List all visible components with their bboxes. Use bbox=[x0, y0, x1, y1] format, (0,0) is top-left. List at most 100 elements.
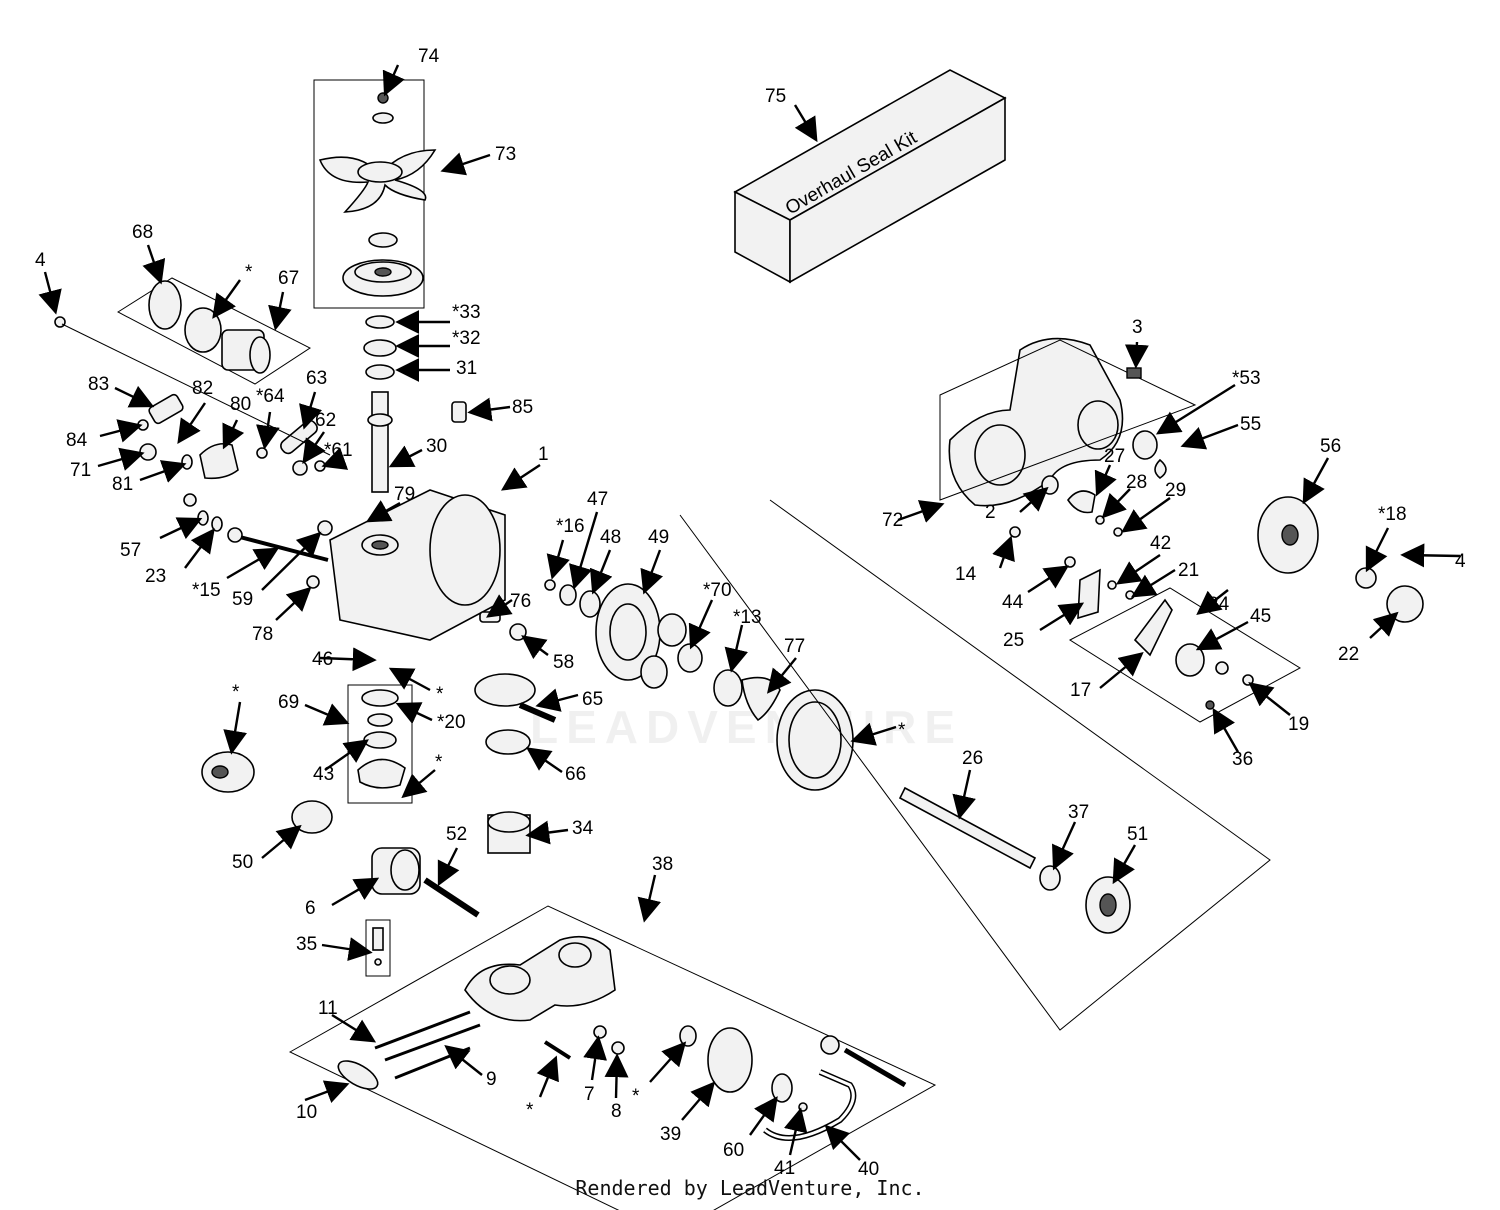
callout-47: *16 bbox=[556, 516, 585, 537]
brake-washer bbox=[1215, 661, 1229, 675]
nut-84 bbox=[137, 419, 149, 431]
callout-67: 67 bbox=[278, 268, 299, 289]
vent-plug bbox=[451, 401, 467, 423]
callout-labels: 74 73 75 68 67 4 * *33 *32 31 3 *53 83 8… bbox=[35, 46, 1466, 1180]
callout-7: * bbox=[526, 1100, 534, 1121]
callout-32: *32 bbox=[452, 328, 481, 349]
snap-ring-55 bbox=[1154, 458, 1167, 479]
callout-81: 81 bbox=[112, 474, 133, 495]
watermark: LEADVENTURE bbox=[530, 701, 964, 753]
callout-50: 26 bbox=[962, 748, 983, 769]
callout-71: 71 bbox=[70, 460, 91, 481]
bolt-set-9 bbox=[374, 1010, 481, 1062]
callout-64: *64 bbox=[256, 386, 285, 407]
callout-65: 69 bbox=[278, 692, 299, 713]
callout-56: 56 bbox=[1320, 436, 1341, 457]
nut-61 bbox=[314, 460, 326, 472]
washer-81 bbox=[181, 454, 193, 470]
bull-gear-42 bbox=[595, 583, 661, 681]
callout-11: 35 bbox=[296, 934, 317, 955]
callout-74: 74 bbox=[418, 46, 440, 67]
callout-66: * bbox=[435, 752, 443, 773]
callout-83: 83 bbox=[88, 374, 109, 395]
seal-34 bbox=[291, 800, 333, 834]
callout-69: * bbox=[232, 682, 240, 703]
callout-28: 28 bbox=[1126, 472, 1147, 493]
axle-shaft-50 bbox=[898, 786, 1037, 870]
nut-72 bbox=[183, 493, 197, 507]
pump-cylinder-block-35 bbox=[371, 847, 421, 895]
washer-21 bbox=[1064, 556, 1076, 568]
gear-44 bbox=[677, 643, 703, 673]
bypass-arm-83 bbox=[148, 393, 184, 425]
callout-77: 58 bbox=[553, 652, 574, 673]
washer-15 bbox=[211, 516, 223, 532]
motor-cylinder-block-37 bbox=[487, 811, 531, 854]
callout-80: 80 bbox=[230, 394, 251, 415]
callout-4-left: 4 bbox=[35, 250, 46, 271]
callout-59: 4 bbox=[1455, 551, 1466, 572]
fan-washer bbox=[372, 112, 394, 124]
washer-49 bbox=[579, 590, 601, 618]
gear-41 bbox=[771, 1073, 793, 1103]
callout-73: 73 bbox=[495, 144, 516, 165]
callout-30: 30 bbox=[426, 436, 447, 457]
callout-84: 84 bbox=[66, 430, 88, 451]
callout-57: *18 bbox=[1378, 504, 1407, 525]
gear-44-bottom bbox=[640, 655, 668, 689]
render-credit: Rendered by LeadVenture, Inc. bbox=[575, 1176, 925, 1200]
washer-31 bbox=[365, 364, 395, 380]
callout-3: 3 bbox=[1132, 317, 1143, 338]
callout-18: 2 bbox=[985, 502, 996, 523]
spring-26 bbox=[1205, 700, 1215, 710]
o-ring-16 bbox=[197, 510, 209, 526]
bolt-4-axis bbox=[61, 323, 331, 456]
callout-13: 78 bbox=[252, 624, 273, 645]
input-pulley bbox=[342, 259, 424, 297]
callout-44: *70 bbox=[703, 580, 732, 601]
bolt-4-head bbox=[54, 316, 66, 328]
ring-gear-43 bbox=[776, 689, 854, 791]
main-housing bbox=[329, 489, 506, 641]
o-ring-8 bbox=[611, 1041, 625, 1055]
callout-62: 62 bbox=[315, 410, 336, 431]
callout-61: *61 bbox=[324, 440, 353, 461]
callout-85: 85 bbox=[512, 397, 533, 418]
bearing-52 bbox=[1085, 876, 1131, 934]
callout-76: 24 bbox=[1208, 594, 1230, 615]
callout-2: 72 bbox=[882, 510, 903, 531]
retaining-ring-51 bbox=[1039, 865, 1061, 891]
callout-37: 34 bbox=[572, 818, 594, 839]
filter-cap bbox=[148, 280, 182, 330]
bearing-69 bbox=[201, 751, 255, 793]
plug-3 bbox=[1126, 367, 1142, 379]
callout-24: 21 bbox=[1178, 560, 1199, 581]
callout-14: *15 bbox=[192, 580, 221, 601]
callout-41: 60 bbox=[723, 1140, 744, 1161]
fan-hub-plate bbox=[368, 232, 398, 248]
callout-40: 41 bbox=[774, 1158, 795, 1179]
shaft-with-gear bbox=[820, 1035, 907, 1088]
callout-46: 77 bbox=[784, 636, 805, 657]
hub-nut-57 bbox=[1355, 567, 1377, 589]
bolt-4-right bbox=[1009, 526, 1021, 538]
callout-43: * bbox=[898, 720, 906, 741]
brake-disc-25 bbox=[1175, 643, 1205, 677]
gear-77 bbox=[509, 623, 527, 641]
pump-shaft-38 bbox=[423, 877, 480, 918]
plate-60 bbox=[707, 1027, 753, 1093]
callout-68: 68 bbox=[132, 222, 153, 243]
callout-4-right: 14 bbox=[955, 564, 977, 585]
brake-arm-19 bbox=[1133, 598, 1173, 657]
callout-60: 39 bbox=[660, 1124, 681, 1145]
callout-36: 66 bbox=[565, 764, 586, 785]
side-housing-frame bbox=[939, 339, 1197, 501]
center-section-block bbox=[464, 935, 616, 1022]
fan-nut bbox=[377, 92, 389, 104]
shaft-14 bbox=[227, 527, 329, 562]
spacer-62 bbox=[292, 460, 308, 476]
charge-o-ring bbox=[361, 689, 399, 707]
callout-star-charge-left: 43 bbox=[313, 764, 334, 785]
retaining-ring-33 bbox=[365, 315, 395, 329]
bolt-7 bbox=[543, 1040, 572, 1060]
